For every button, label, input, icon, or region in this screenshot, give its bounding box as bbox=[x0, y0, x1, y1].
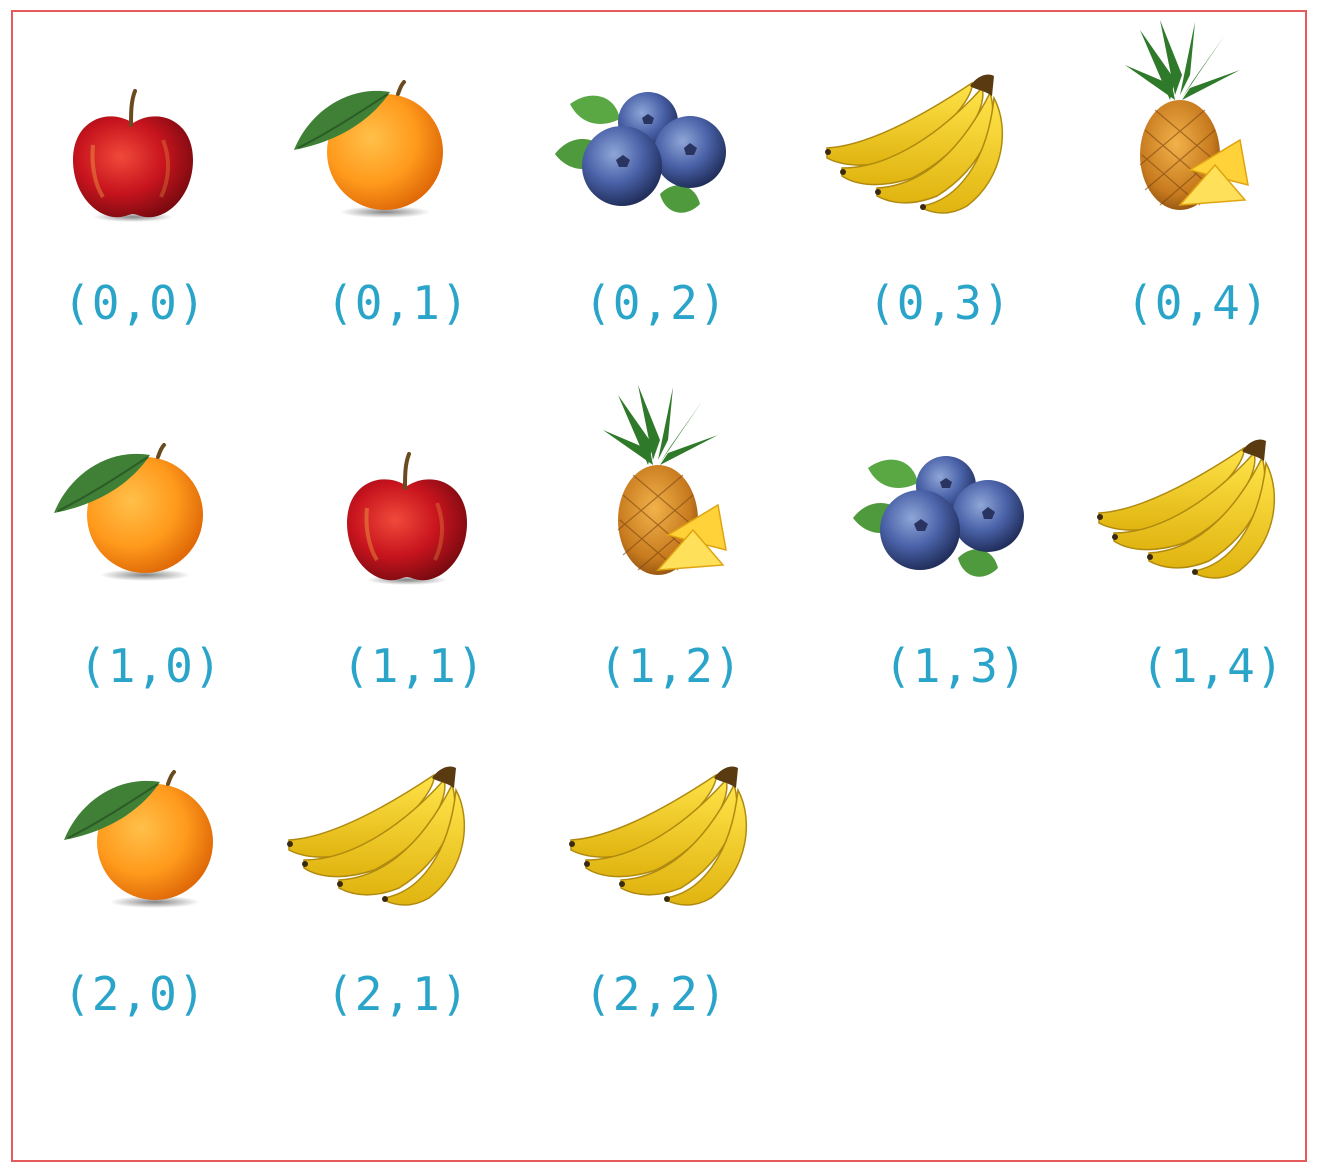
grid-label: (0,3) bbox=[868, 276, 1012, 330]
grid-label: (0,4) bbox=[1126, 276, 1270, 330]
pineapple-icon bbox=[598, 385, 728, 585]
grid-label: (2,0) bbox=[63, 967, 207, 1021]
bananas-icon bbox=[566, 760, 756, 910]
orange-icon bbox=[60, 770, 220, 910]
grid-label: (2,1) bbox=[326, 967, 470, 1021]
grid-label: (1,0) bbox=[79, 639, 223, 693]
grid-label: (1,2) bbox=[599, 639, 743, 693]
apple-icon bbox=[63, 85, 203, 225]
bananas-icon bbox=[284, 760, 474, 910]
blueberries-icon bbox=[550, 84, 730, 224]
blueberries-icon bbox=[848, 448, 1028, 588]
bananas-icon bbox=[822, 68, 1012, 218]
grid-label: (2,2) bbox=[584, 967, 728, 1021]
orange-icon bbox=[50, 443, 210, 583]
grid-frame bbox=[11, 10, 1307, 1162]
grid-label: (1,1) bbox=[342, 639, 486, 693]
bananas-icon bbox=[1094, 433, 1284, 583]
orange-icon bbox=[290, 80, 450, 220]
apple-icon bbox=[337, 448, 477, 588]
grid-label: (1,4) bbox=[1141, 639, 1285, 693]
grid-label: (0,2) bbox=[584, 276, 728, 330]
grid-label: (0,1) bbox=[326, 276, 470, 330]
grid-label: (1,3) bbox=[884, 639, 1028, 693]
pineapple-icon bbox=[1120, 20, 1250, 220]
grid-label: (0,0) bbox=[63, 276, 207, 330]
